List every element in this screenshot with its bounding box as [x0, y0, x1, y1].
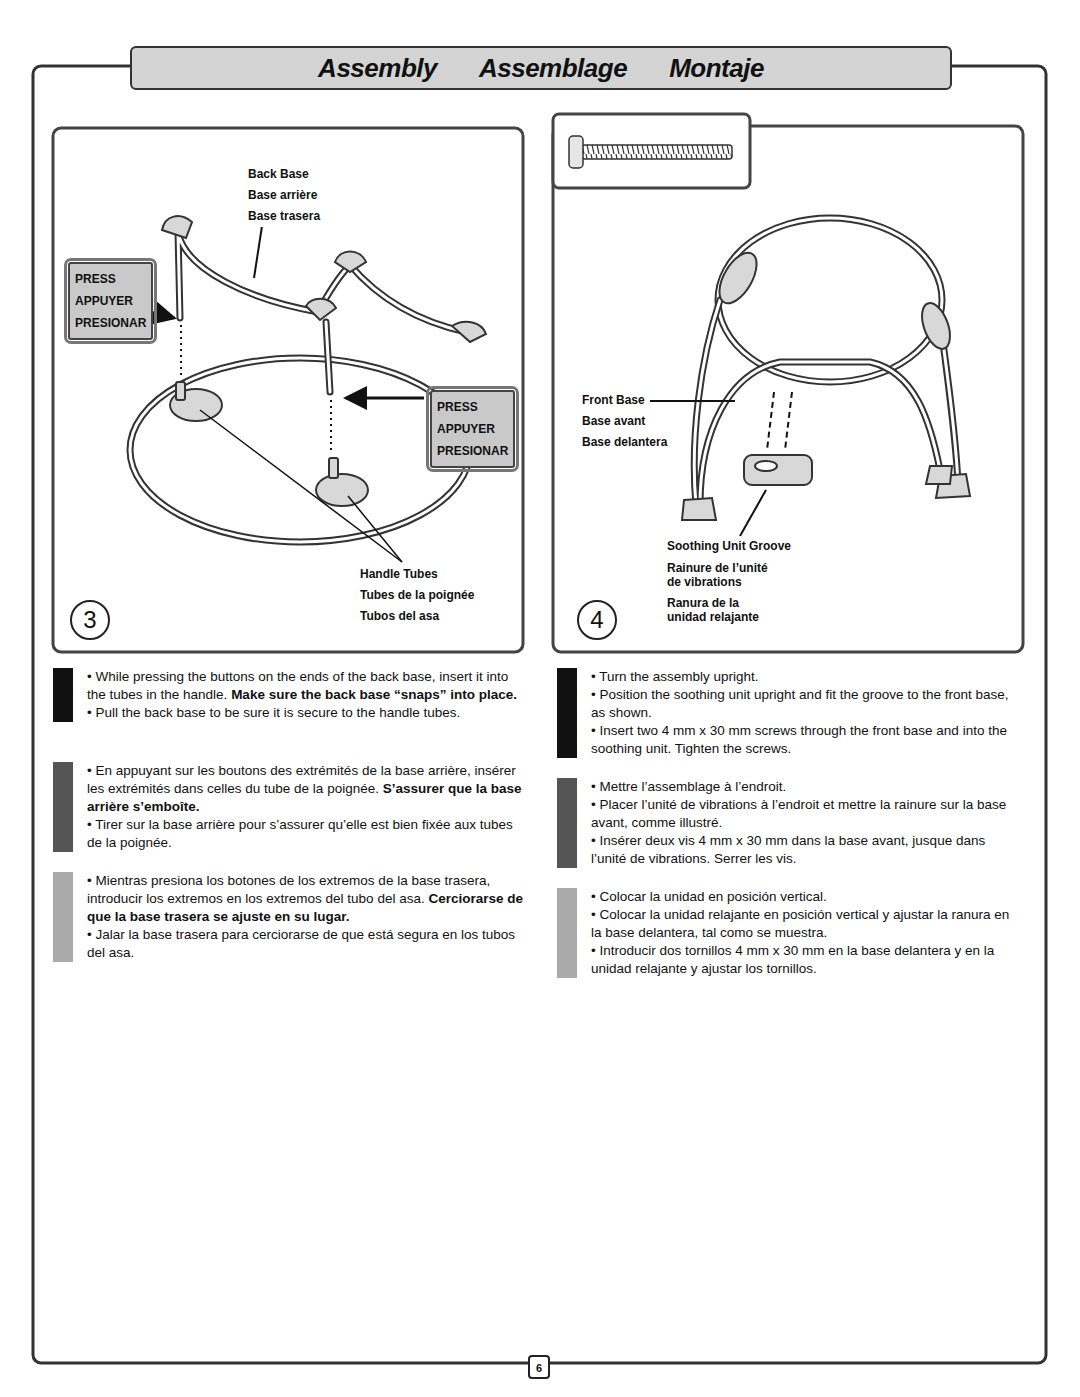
- title-band: Assembly Assemblage Montaje: [130, 46, 952, 90]
- bullet-line: • Jalar la base trasera para cerciorarse…: [87, 926, 528, 962]
- instruction-text: • Placer l’unité de vibrations à l’endro…: [591, 797, 1006, 830]
- instruction-text: • Turn the assembly upright.: [591, 669, 759, 684]
- node-text: PRESIONAR: [437, 440, 508, 462]
- step-number: 4: [577, 600, 617, 640]
- part-label: Tubes de la poignée: [358, 585, 476, 606]
- bullet-line: • Turn the assembly upright.: [591, 668, 1022, 686]
- emphasis-text: Make sure the back base “snaps” into pla…: [231, 687, 517, 702]
- node-text: 6: [536, 1362, 542, 1374]
- part-label: Soothing Unit Groove: [665, 536, 793, 557]
- part-label: Rainure de l’unité de vibrations: [665, 561, 779, 589]
- part-label: Base trasera: [246, 206, 322, 227]
- node-text: 3: [83, 606, 96, 634]
- instruction-text: • Insérer deux vis 4 mm x 30 mm dans la …: [591, 833, 985, 866]
- instruction-text: • Tirer sur la base arrière pour s’assur…: [87, 817, 513, 850]
- press-box: PRESSAPPUYERPRESIONAR: [68, 262, 153, 340]
- bullet-line: • Introducir dos tornillos 4 mm x 30 mm …: [591, 942, 1022, 978]
- node-text: PRESS: [437, 396, 508, 418]
- instruction-text: • Colocar la unidad en posición vertical…: [591, 889, 827, 904]
- instruction-block: • En appuyant sur les boutons des extrém…: [53, 762, 528, 852]
- part-label: Base avant: [580, 411, 647, 432]
- node-text: PRESIONAR: [75, 312, 146, 334]
- instruction-text: • Pull the back base to be sure it is se…: [87, 705, 460, 720]
- bullet-line: • En appuyant sur les boutons des extrém…: [87, 762, 528, 816]
- instruction-block: • Mettre l’assemblage à l’endroit. • Plac…: [557, 778, 1022, 868]
- bullet-line: • Colocar la unidad en posición vertical…: [591, 888, 1022, 906]
- instruction-text: • Insert two 4 mm x 30 mm screws through…: [591, 723, 1007, 756]
- bullet-line: • Mientras presiona los botones de los e…: [87, 872, 528, 926]
- node-text: Montaje: [669, 53, 764, 84]
- part-label: Tubos del asa: [358, 606, 441, 627]
- instruction-block: • Mientras presiona los botones de los e…: [53, 872, 528, 962]
- node-text: 4: [590, 606, 603, 634]
- press-box: PRESSAPPUYERPRESIONAR: [430, 390, 515, 468]
- page-number: 6: [528, 1355, 550, 1379]
- instruction-text: • Position the soothing unit upright and…: [591, 687, 1009, 720]
- instruction-block: • Colocar la unidad en posición vertical…: [557, 888, 1022, 978]
- instruction-text: • Jalar la base trasera para cerciorarse…: [87, 927, 515, 960]
- instruction-block: • Turn the assembly upright. • Position t…: [557, 668, 1022, 758]
- part-label: Base arrière: [246, 185, 319, 206]
- bullet-line: • Colocar la unidad relajante en posició…: [591, 906, 1022, 942]
- node-text: Assembly: [318, 53, 437, 84]
- bullet-line: • Mettre l’assemblage à l’endroit.: [591, 778, 1022, 796]
- bullet-line: • Placer l’unité de vibrations à l’endro…: [591, 796, 1022, 832]
- node-text: Assemblage: [479, 53, 627, 84]
- part-label: Back Base: [246, 164, 311, 185]
- bullet-line: • Insérer deux vis 4 mm x 30 mm dans la …: [591, 832, 1022, 868]
- node-text: APPUYER: [437, 418, 508, 440]
- instruction-text: • Colocar la unidad relajante en posició…: [591, 907, 1009, 940]
- part-label: Front Base: [580, 390, 647, 411]
- bullet-line: • Tirer sur la base arrière pour s’assur…: [87, 816, 528, 852]
- part-label: Base delantera: [580, 432, 669, 453]
- node-text: PRESS: [75, 268, 146, 290]
- instruction-text: • Introducir dos tornillos 4 mm x 30 mm …: [591, 943, 994, 976]
- bullet-line: • Insert two 4 mm x 30 mm screws through…: [591, 722, 1022, 758]
- bullet-line: • Position the soothing unit upright and…: [591, 686, 1022, 722]
- bullet-line: • Pull the back base to be sure it is se…: [87, 704, 528, 722]
- instruction-text: • Mettre l’assemblage à l’endroit.: [591, 779, 786, 794]
- node-text: APPUYER: [75, 290, 146, 312]
- part-label: Handle Tubes: [358, 564, 440, 585]
- instruction-block: • While pressing the buttons on the ends…: [53, 668, 528, 722]
- bullet-line: • While pressing the buttons on the ends…: [87, 668, 528, 704]
- part-label: Ranura de la unidad relajante: [665, 596, 779, 624]
- step-number: 3: [70, 600, 110, 640]
